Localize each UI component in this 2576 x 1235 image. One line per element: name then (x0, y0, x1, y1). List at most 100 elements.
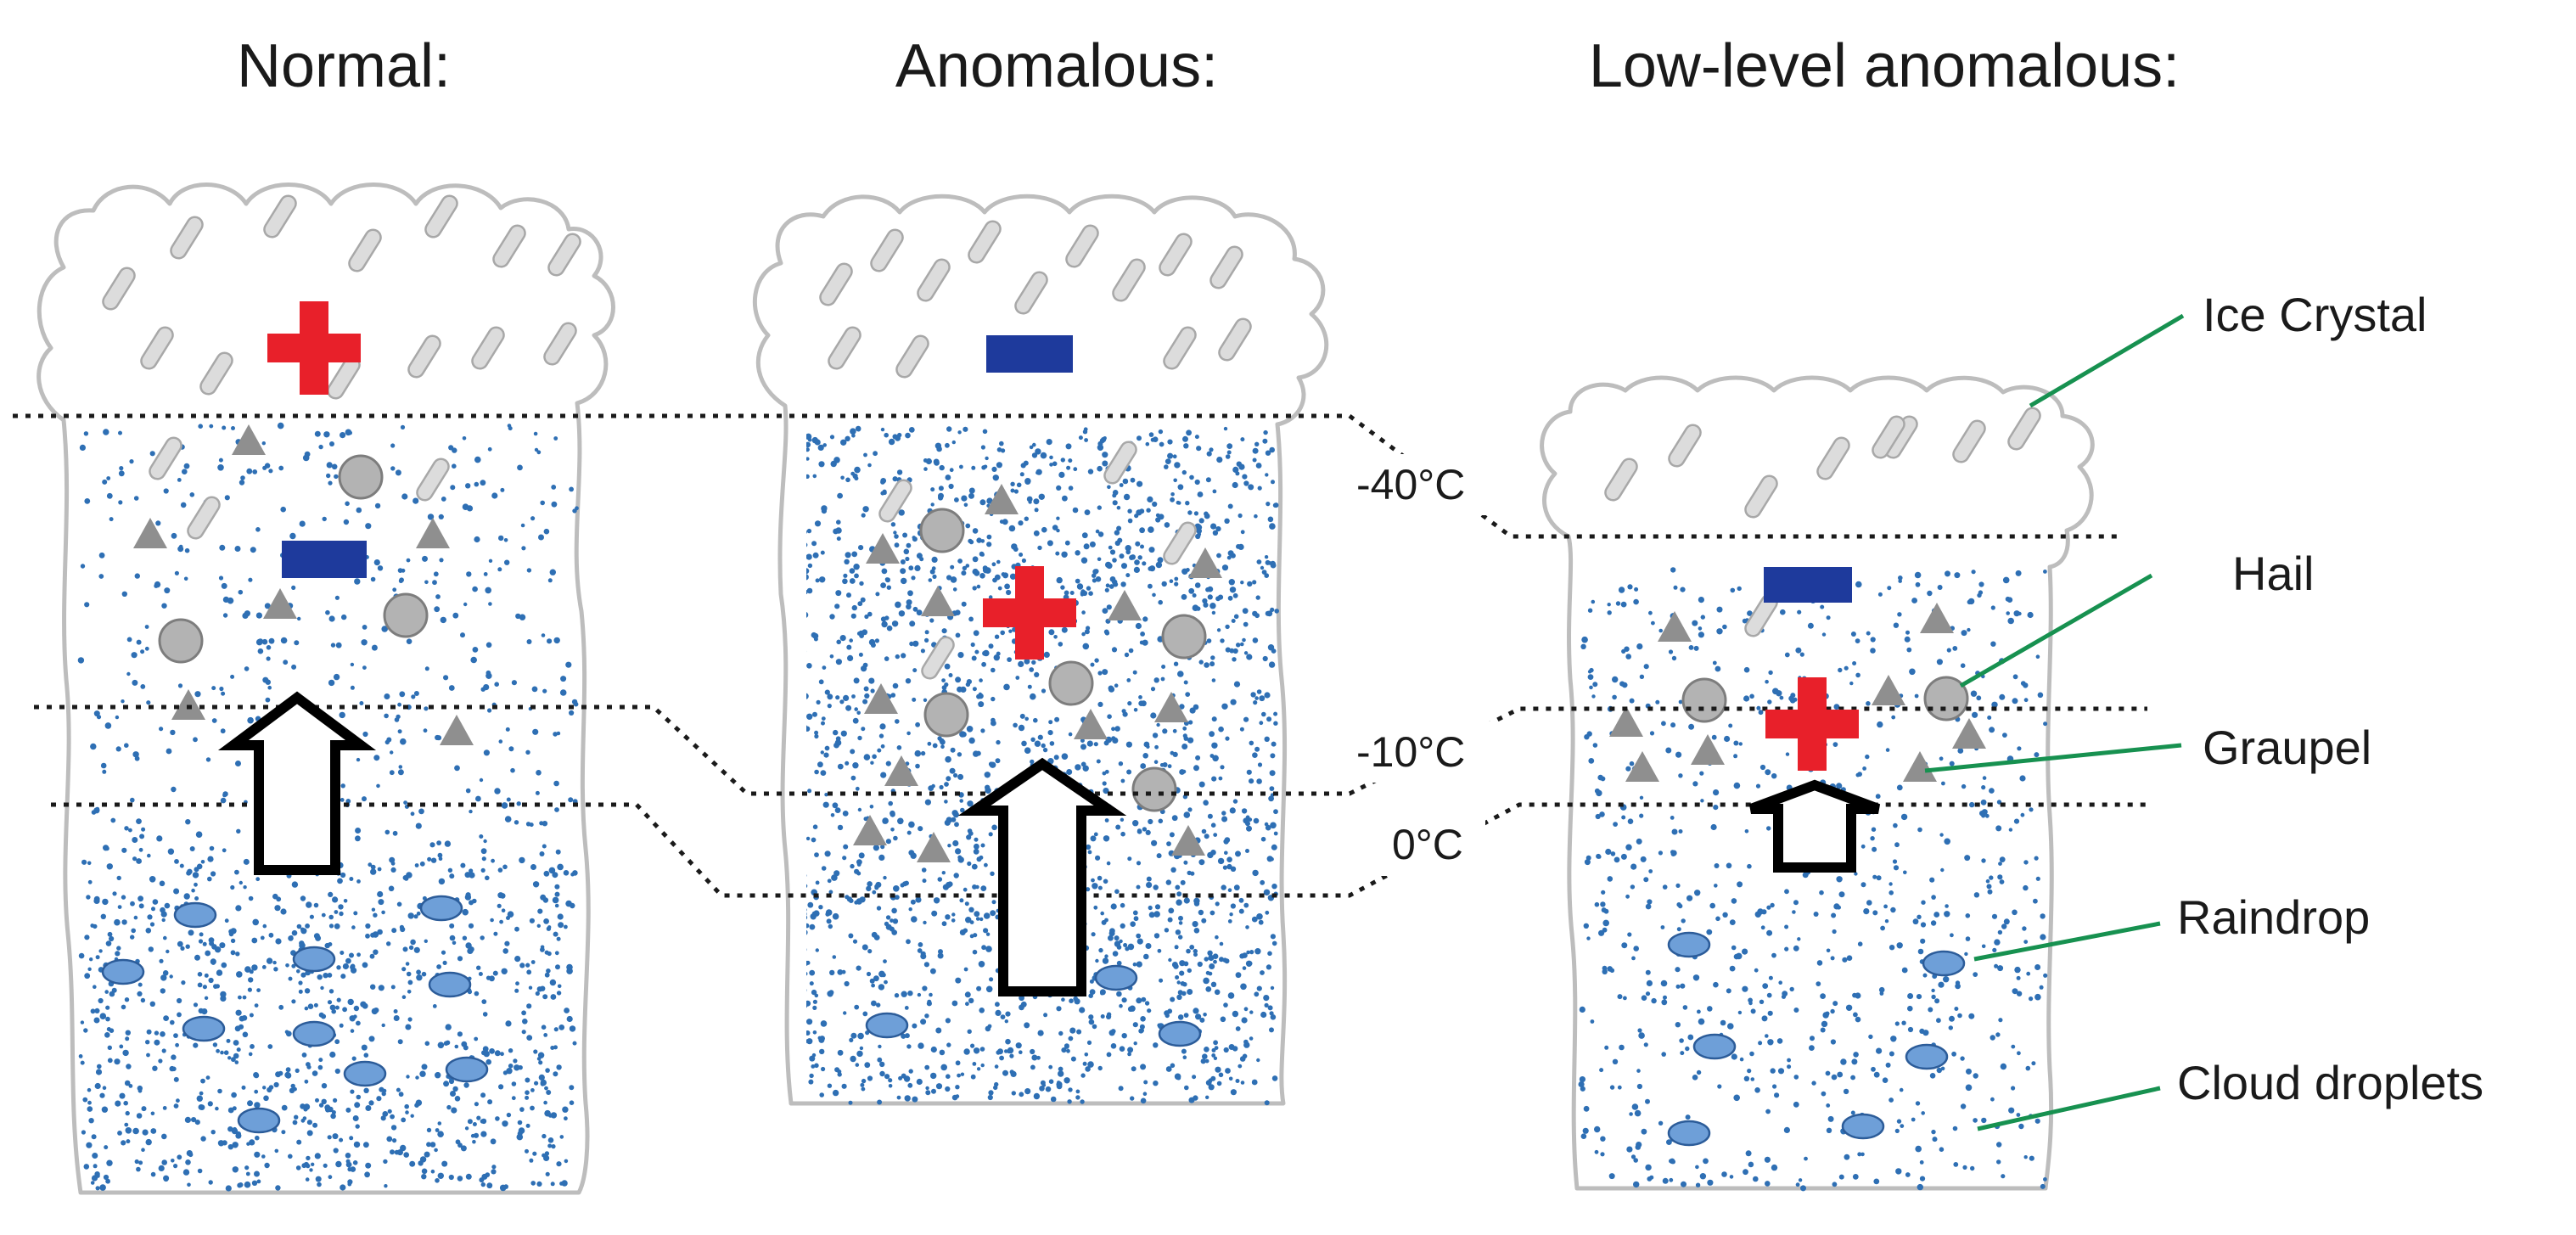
cloud-droplet (1192, 1075, 1197, 1080)
cloud-droplet (1195, 1013, 1202, 1020)
cloud-droplet (463, 1082, 469, 1088)
cloud-droplet (854, 1004, 860, 1010)
cloud-droplet (569, 710, 575, 716)
cloud-droplet (1899, 1087, 1904, 1092)
cloud-droplet (274, 905, 281, 912)
cloud-droplet (1176, 899, 1182, 906)
cloud-droplet (1227, 595, 1233, 601)
cloud-droplet (1698, 597, 1704, 603)
isotherm-minus40-label: -40°C (1356, 461, 1465, 508)
cloud-droplet (1845, 1004, 1853, 1012)
cloud-droplet (506, 1068, 513, 1075)
cloud-droplet (1989, 788, 1995, 794)
cloud-droplet (264, 463, 271, 469)
cloud-droplet (466, 571, 472, 577)
cloud-droplet (371, 907, 376, 912)
cloud-droplet (1123, 493, 1131, 501)
cloud-droplet (1949, 1015, 1955, 1022)
cloud-droplet (248, 577, 253, 582)
cloud-droplet (93, 807, 100, 814)
cloud-droplet (833, 528, 839, 535)
cloud-droplet (1030, 759, 1035, 765)
cloud-droplet (94, 1008, 100, 1013)
cloud-droplet (806, 713, 813, 720)
cloud-droplet (1264, 822, 1269, 827)
cloud-droplet (1169, 579, 1174, 583)
cloud-droplet (1061, 551, 1068, 558)
raindrop (1905, 1043, 1949, 1070)
cloud-droplet (980, 843, 985, 848)
cloud-droplet (1202, 1053, 1208, 1059)
cloud-droplet (1651, 620, 1655, 626)
cloud-droplet (990, 871, 995, 877)
cloud-droplet (1176, 980, 1181, 985)
cloud-droplet (1024, 1022, 1030, 1029)
cloud-droplet (133, 496, 139, 501)
cloud-droplet (1136, 828, 1142, 834)
cloud-droplet (922, 985, 928, 991)
cloud-droplet (261, 1154, 266, 1159)
cloud-droplet (1080, 1073, 1086, 1078)
cloud-droplet (99, 1013, 107, 1019)
cloud-droplet (243, 885, 247, 890)
cloud-droplet (1793, 945, 1799, 952)
cloud-droplet (1119, 939, 1123, 944)
cloud-droplet (363, 1053, 369, 1058)
cloud-droplet (1187, 870, 1192, 876)
cloud-droplet (547, 1137, 554, 1143)
cloud-droplet (996, 447, 1002, 452)
cloud-droplet (254, 1151, 261, 1158)
cloud-droplet (497, 903, 502, 908)
cloud-droplet (839, 635, 846, 642)
cloud-droplet (1033, 498, 1040, 505)
cloud-droplet (917, 948, 923, 953)
cloud-droplet (1820, 1027, 1826, 1033)
cloud-droplet (1183, 1013, 1189, 1018)
cloud-droplet (1100, 1014, 1105, 1019)
cloud-droplet (1978, 581, 1984, 587)
cloud-droplet (853, 564, 860, 570)
cloud-droplet (407, 1017, 412, 1022)
cloud-droplet (1033, 530, 1040, 536)
cloud-droplet (490, 918, 494, 923)
cloud-droplet (542, 844, 547, 849)
cloud-droplet (370, 932, 376, 938)
cloud-droplet (1670, 1159, 1676, 1165)
cloud-droplet (861, 944, 868, 951)
cloud-droplet (1236, 461, 1243, 467)
cloud-droplet (857, 601, 863, 607)
cloud-droplet (525, 1090, 530, 1095)
cloud-droplet (1087, 1061, 1094, 1068)
cloud-droplet (313, 902, 319, 908)
cloud-droplet (806, 929, 808, 935)
cloud-droplet (883, 959, 887, 963)
cloud-droplet (421, 1168, 428, 1175)
cloud-droplet (1832, 1182, 1838, 1187)
cloud-droplet (1214, 989, 1221, 996)
cloud-droplet (994, 1064, 999, 1069)
cloud-droplet (207, 856, 214, 862)
cloud-droplet (530, 1088, 535, 1092)
cloud-droplet (294, 640, 300, 646)
cloud-droplet (907, 590, 913, 597)
cloud-droplet (897, 817, 904, 825)
cloud-droplet (1176, 500, 1181, 505)
cloud-droplet (1680, 1051, 1685, 1056)
cloud-droplet (1264, 573, 1269, 578)
cloud-droplet (1005, 1011, 1011, 1017)
cloud-droplet (987, 1094, 993, 1101)
cloud-droplet (1198, 909, 1204, 916)
cloud-droplet (1936, 1067, 1942, 1074)
cloud-droplet (139, 834, 145, 839)
cloud-droplet (1050, 1096, 1057, 1103)
cloud-droplet (880, 616, 887, 622)
cloud-droplet (483, 1050, 490, 1058)
cloud-droplet (199, 932, 204, 937)
cloud-droplet (1133, 708, 1138, 712)
cloud-droplet (1165, 879, 1172, 885)
cloud-droplet (1891, 715, 1896, 720)
cloud-droplet (916, 897, 921, 903)
cloud-droplet (124, 826, 129, 831)
cloud-droplet (156, 835, 163, 842)
cloud-droplet (565, 661, 572, 668)
